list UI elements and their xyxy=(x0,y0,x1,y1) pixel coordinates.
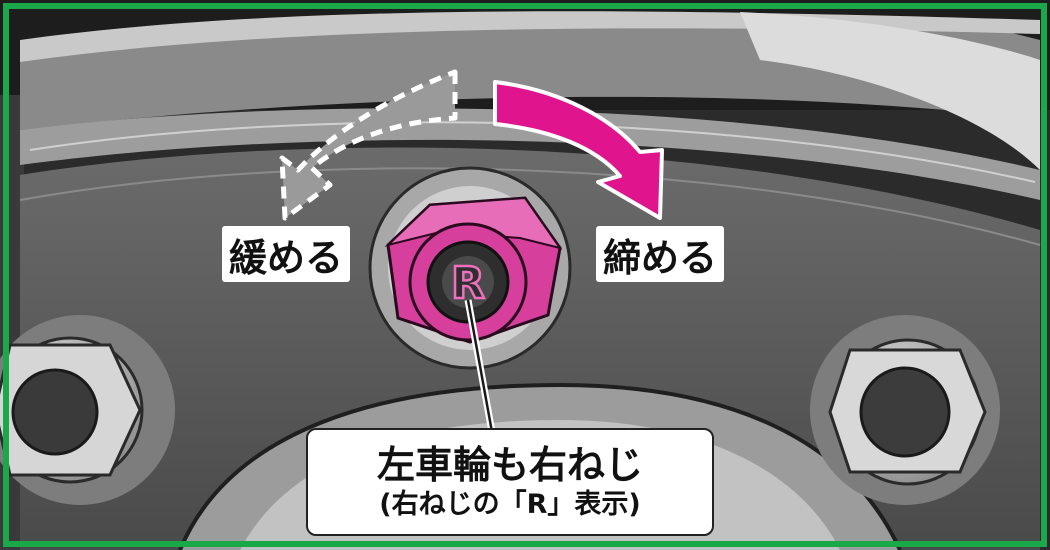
tighten-label: 締める xyxy=(596,226,724,282)
callout-main-text: 左車輪も右ねじ xyxy=(376,443,643,487)
loosen-label: 緩める xyxy=(222,226,350,282)
counterclockwise-arrow-icon xyxy=(279,69,458,221)
callout-sub-text: (右ねじの「R」表示) xyxy=(379,489,641,520)
left-lug-bolt-icon xyxy=(0,315,175,505)
clockwise-arrow-icon xyxy=(493,80,664,220)
r-marked-nut-icon: R xyxy=(384,196,563,344)
right-lug-bolt-icon xyxy=(810,315,1000,505)
callout-box: 左車輪も右ねじ (右ねじの「R」表示) xyxy=(306,428,714,536)
nut-r-mark: R xyxy=(451,258,485,309)
